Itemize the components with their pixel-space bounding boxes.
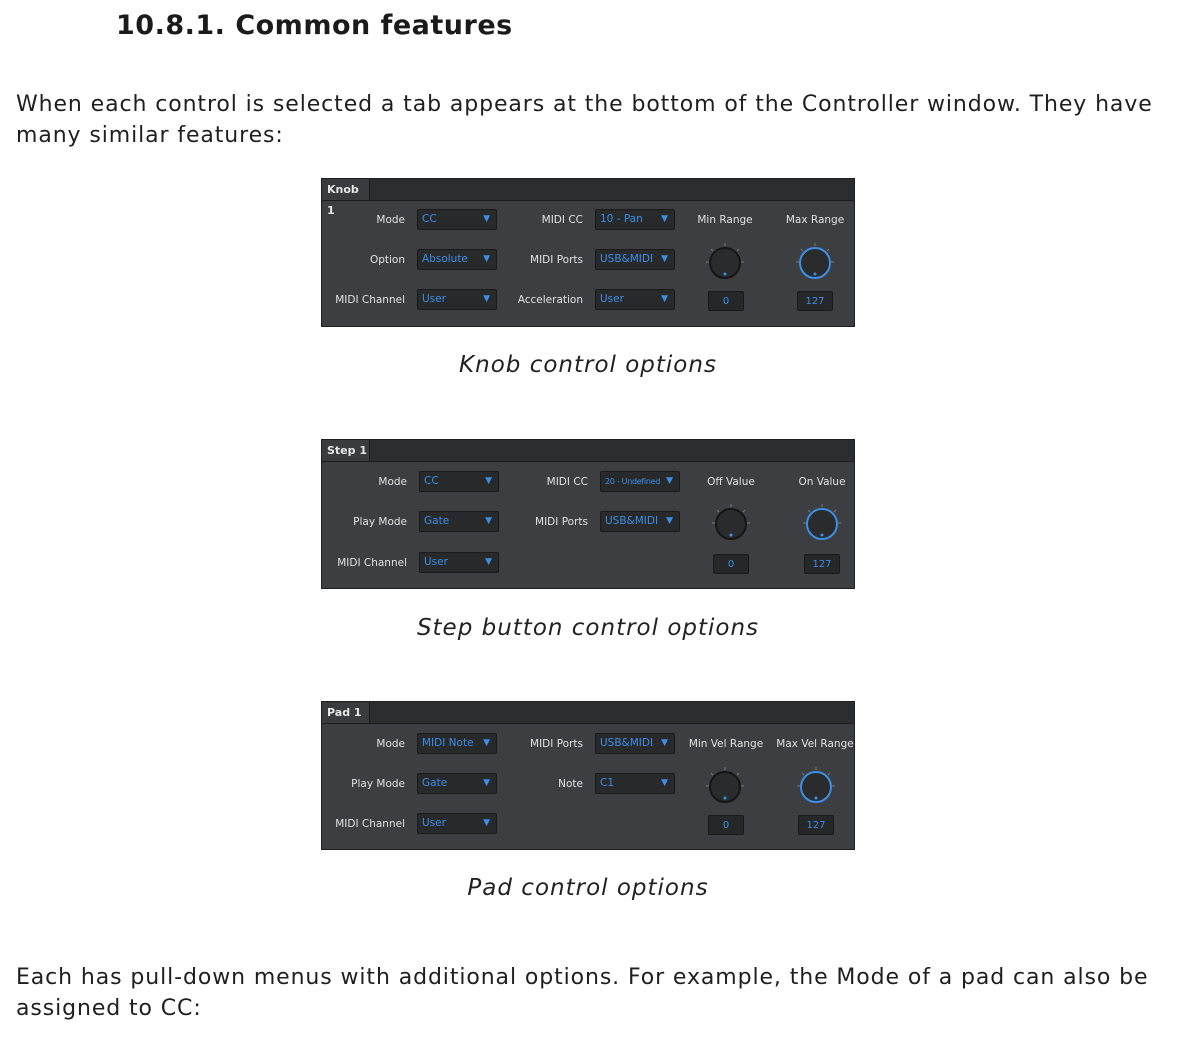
min-range-label: Min Range bbox=[697, 214, 753, 226]
play-mode-dropdown[interactable]: Gate▼ bbox=[419, 511, 499, 532]
dropdown-arrow-icon: ▼ bbox=[661, 738, 668, 748]
dropdown-arrow-icon: ▼ bbox=[661, 294, 668, 304]
dropdown-arrow-icon: ▼ bbox=[483, 738, 490, 748]
outro-paragraph: Each has pull-down menus with additional… bbox=[16, 965, 1149, 1021]
pad-caption: Pad control options bbox=[467, 875, 709, 901]
min-range-value[interactable]: 0 bbox=[708, 291, 744, 311]
mode-dropdown[interactable]: CC▼ bbox=[419, 471, 499, 492]
on-value-label: On Value bbox=[798, 476, 846, 488]
mode-dropdown[interactable]: CC▼ bbox=[417, 209, 497, 230]
midi-cc-label: MIDI CC bbox=[541, 214, 583, 226]
play-mode-dropdown[interactable]: Gate▼ bbox=[417, 773, 497, 794]
tab-knob-1[interactable]: Knob 1 bbox=[322, 179, 370, 217]
option-label: Option bbox=[369, 254, 405, 266]
midi-channel-dropdown[interactable]: User▼ bbox=[419, 552, 499, 573]
intro-paragraph: When each control is selected a tab appe… bbox=[16, 92, 1153, 148]
tab-pad-1[interactable]: Pad 1 bbox=[322, 702, 370, 723]
max-range-knob[interactable] bbox=[795, 242, 835, 282]
midi-ports-label: MIDI Ports bbox=[530, 738, 583, 750]
mode-dropdown[interactable]: MIDI Note▼ bbox=[417, 733, 497, 754]
midi-ports-dropdown[interactable]: USB&MIDI▼ bbox=[595, 249, 675, 270]
midi-cc-dropdown[interactable]: 20 - Undefined▼ bbox=[600, 471, 680, 492]
dropdown-arrow-icon: ▼ bbox=[666, 476, 673, 486]
max-range-label: Max Range bbox=[785, 214, 845, 226]
midi-channel-dropdown[interactable]: User▼ bbox=[417, 813, 497, 834]
step-panel: Step 1 Mode CC▼ Play Mode Gate▼ MIDI Cha… bbox=[321, 439, 855, 589]
play-mode-label: Play Mode bbox=[351, 778, 405, 790]
min-range-knob[interactable] bbox=[705, 242, 745, 282]
midi-cc-label: MIDI CC bbox=[546, 476, 588, 488]
mode-label: Mode bbox=[378, 476, 407, 488]
knob-caption: Knob control options bbox=[459, 352, 717, 378]
midi-channel-dropdown[interactable]: User▼ bbox=[417, 289, 497, 310]
max-range-value[interactable]: 127 bbox=[797, 291, 833, 311]
dropdown-arrow-icon: ▼ bbox=[485, 476, 492, 486]
dropdown-arrow-icon: ▼ bbox=[483, 294, 490, 304]
dropdown-arrow-icon: ▼ bbox=[661, 254, 668, 264]
max-vel-range-label: Max Vel Range bbox=[776, 738, 854, 750]
dropdown-arrow-icon: ▼ bbox=[485, 516, 492, 526]
midi-ports-dropdown[interactable]: USB&MIDI▼ bbox=[595, 733, 675, 754]
play-mode-label: Play Mode bbox=[353, 516, 407, 528]
dropdown-arrow-icon: ▼ bbox=[661, 778, 668, 788]
off-value-label: Off Value bbox=[707, 476, 755, 488]
midi-ports-label: MIDI Ports bbox=[535, 516, 588, 528]
knob-panel: Knob 1 Mode CC▼ Option Absolute▼ MIDI Ch… bbox=[321, 178, 855, 327]
off-value-value[interactable]: 0 bbox=[713, 554, 749, 574]
min-vel-range-value[interactable]: 0 bbox=[708, 815, 744, 835]
tab-bar: Knob 1 bbox=[322, 179, 854, 217]
step-caption: Step button control options bbox=[416, 615, 760, 641]
dropdown-arrow-icon: ▼ bbox=[483, 818, 490, 828]
min-vel-range-knob[interactable] bbox=[705, 766, 745, 806]
tab-bar: Step 1 bbox=[322, 440, 854, 462]
acceleration-dropdown[interactable]: User▼ bbox=[595, 289, 675, 310]
dropdown-arrow-icon: ▼ bbox=[483, 214, 490, 224]
option-dropdown[interactable]: Absolute▼ bbox=[417, 249, 497, 270]
dropdown-arrow-icon: ▼ bbox=[661, 214, 668, 224]
pad-panel: Pad 1 Mode MIDI Note▼ Play Mode Gate▼ MI… bbox=[321, 701, 855, 850]
tab-bar: Pad 1 bbox=[322, 702, 854, 724]
max-vel-range-knob[interactable] bbox=[796, 766, 836, 806]
max-vel-range-value[interactable]: 127 bbox=[798, 815, 834, 835]
note-dropdown[interactable]: C1▼ bbox=[595, 773, 675, 794]
midi-channel-label: MIDI Channel bbox=[337, 557, 407, 569]
dropdown-arrow-icon: ▼ bbox=[483, 778, 490, 788]
tab-step-1[interactable]: Step 1 bbox=[322, 440, 370, 461]
mode-label: Mode bbox=[376, 214, 405, 226]
section-heading: 10.8.1. Common features bbox=[116, 10, 513, 41]
dropdown-arrow-icon: ▼ bbox=[666, 516, 673, 526]
dropdown-arrow-icon: ▼ bbox=[485, 557, 492, 567]
on-value-knob[interactable] bbox=[802, 503, 842, 543]
midi-channel-label: MIDI Channel bbox=[335, 818, 405, 830]
min-vel-range-label: Min Vel Range bbox=[688, 738, 764, 750]
midi-ports-dropdown[interactable]: USB&MIDI▼ bbox=[600, 511, 680, 532]
dropdown-arrow-icon: ▼ bbox=[483, 254, 490, 264]
off-value-knob[interactable] bbox=[711, 503, 751, 543]
midi-cc-dropdown[interactable]: 10 - Pan▼ bbox=[595, 209, 675, 230]
midi-ports-label: MIDI Ports bbox=[530, 254, 583, 266]
note-label: Note bbox=[558, 778, 583, 790]
on-value-value[interactable]: 127 bbox=[804, 554, 840, 574]
acceleration-label: Acceleration bbox=[517, 294, 583, 306]
mode-label: Mode bbox=[376, 738, 405, 750]
midi-channel-label: MIDI Channel bbox=[335, 294, 405, 306]
